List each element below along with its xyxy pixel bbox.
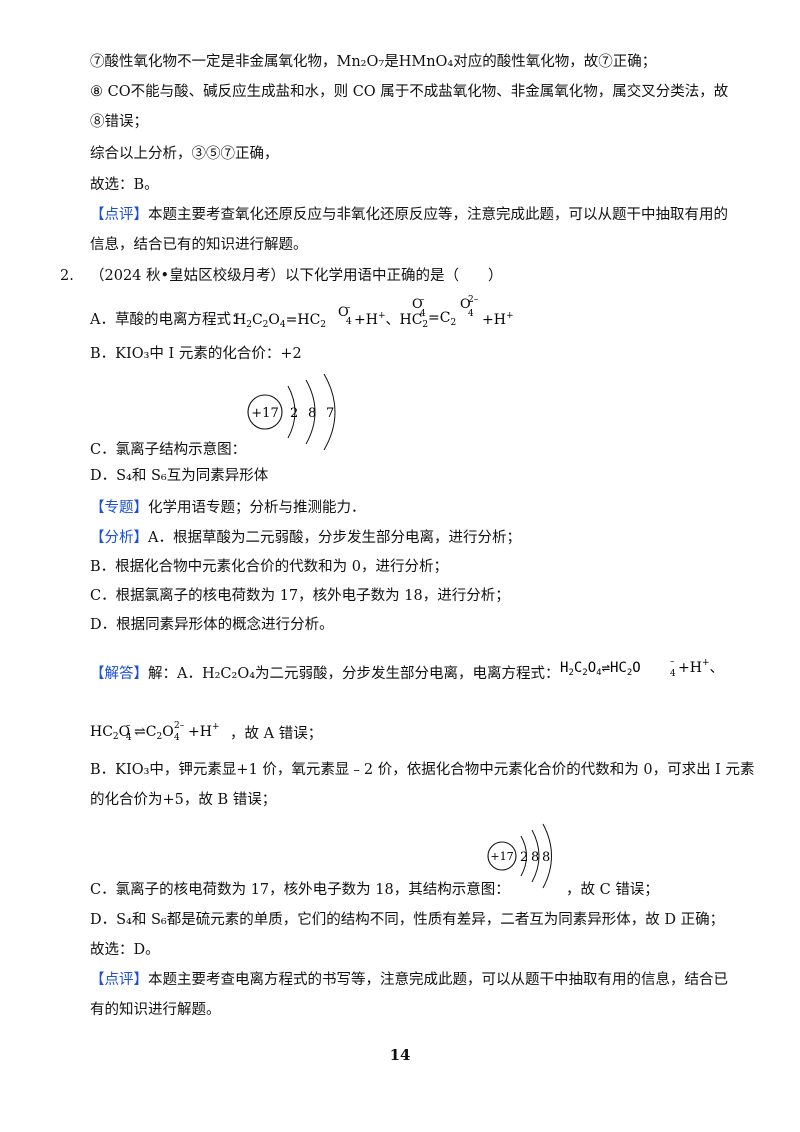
svg-text:+H+、HC2: +H+、HC2	[354, 311, 428, 330]
page-number: 14	[389, 1046, 411, 1064]
solution-c-end: ，故 C 错误；	[566, 882, 659, 898]
solution-line: 【解答】解：A．H₂C₂O₄为二元弱酸，分步发生部分电离，电离方程式：	[90, 664, 560, 684]
nucleus-charge: +17	[490, 850, 513, 863]
nucleus-circle	[487, 841, 517, 871]
analysis-d: D．根据同素异形体的概念进行分析。	[90, 617, 334, 633]
comment-tag-2: 【点评】	[90, 972, 148, 988]
shell-arc-3	[323, 373, 336, 451]
shell-count: 8	[308, 406, 316, 421]
analysis-a: A．根据草酸为二元弱酸，分步发生部分电离，进行分析；	[148, 530, 521, 546]
svg-text:H2C2O4=HC2: H2C2O4=HC2	[234, 312, 326, 330]
question-number: 2.	[60, 268, 74, 284]
svg-text:–: –	[126, 721, 131, 731]
svg-text:4: 4	[174, 733, 180, 743]
statement-7: ⑦酸性氧化物不一定是非金属氧化物，Mn₂O₇是HMnO₄对应的酸性氧化物，故⑦正…	[90, 54, 657, 70]
svg-text:H2C2O4⇌HC2O: H2C2O4⇌HC2O	[560, 660, 641, 678]
solution-a: 解：A．H₂C₂O₄为二元弱酸，分步发生部分电离，电离方程式：	[148, 666, 560, 682]
svg-text:–: –	[420, 295, 425, 305]
comment-text-2: 本题主要考查电离方程式的书写等，注意完成此题，可以从题干中抽取有用的信息，结合已	[148, 972, 728, 988]
solution-a-end: ，故 A 错误；	[230, 726, 323, 742]
comment-line-cont: 信息，结合已有的知识进行解题。	[90, 237, 308, 253]
svg-text:HC2O: HC2O	[90, 724, 130, 742]
summary-line: 综合以上分析，③⑤⑦正确，	[90, 146, 279, 162]
svg-text:4: 4	[468, 309, 474, 319]
solution-equation-2: HC2O – 4 ⇌C2O 2– 4 +H+	[90, 721, 220, 743]
shell-arc-1	[520, 835, 527, 877]
comment-tag: 【点评】	[90, 207, 148, 223]
svg-text:4: 4	[346, 317, 352, 327]
statement-8-cont: ⑧错误；	[90, 114, 148, 130]
solution-c: C．氯离子的核电荷数为 17，核外电子数为 18，其结构示意图：	[90, 882, 510, 898]
svg-text:4: 4	[420, 309, 426, 319]
svg-text:4: 4	[126, 733, 132, 743]
shell-count: 8	[542, 850, 550, 865]
shell-count: 8	[531, 850, 539, 865]
nucleus-circle	[247, 394, 283, 430]
statement-8: ⑧ CO不能与酸、碱反应生成盐和水，则 CO 属于不成盐氧化物、非金属氧化物，属…	[90, 84, 729, 100]
svg-text:+H+: +H+	[482, 311, 514, 328]
topic-text: 化学用语专题；分析与推测能力．	[148, 500, 366, 516]
svg-text:2–: 2–	[468, 295, 479, 305]
option-a-label: A．草酸的电离方程式：	[90, 312, 246, 328]
svg-text:–: –	[346, 303, 351, 313]
nucleus-charge: +17	[251, 406, 278, 421]
answer-line-2: 故选：D。	[90, 942, 160, 958]
shell-arc-2	[531, 829, 540, 883]
shell-count: 2	[290, 406, 298, 421]
comment-text: 本题主要考查氧化还原反应与非氧化还原反应等，注意完成此题，可以从题干中抽取有用的	[148, 207, 728, 223]
solution-b-cont: 的化合价为+5，故 B 错误；	[90, 792, 277, 808]
svg-text:=C2: =C2	[428, 310, 456, 328]
svg-text:2–: 2–	[174, 721, 185, 731]
svg-text:⇌C2O: ⇌C2O	[134, 724, 174, 742]
option-a-equation: H2C2O4=HC2 O–4 +H+、HC2 O–4 =C2 O2–4 +H+	[234, 295, 514, 330]
option-b: B．KIO₃中 I 元素的化合价：+2	[90, 346, 302, 362]
chloride-diagram-option: +17 2 8 7	[247, 373, 336, 451]
analysis-b: B．根据化合物中元素化合价的代数和为 0，进行分析；	[90, 559, 448, 575]
topic-tag: 【专题】	[90, 500, 148, 516]
solution-d: D．S₄和 S₆都是硫元素的单质，它们的结构不同，性质有差异，二者互为同素异形体…	[90, 912, 725, 928]
svg-text:4: 4	[670, 669, 676, 679]
analysis-tag: 【分析】	[90, 530, 148, 546]
topic-line: 【专题】化学用语专题；分析与推测能力．	[90, 498, 366, 518]
shell-arc-2	[305, 379, 316, 445]
svg-text:O: O	[460, 297, 471, 312]
option-a: A．草酸的电离方程式：	[90, 310, 245, 330]
option-c: C．氯离子结构示意图：	[90, 442, 247, 458]
solution-tag: 【解答】	[90, 666, 148, 682]
svg-text:O: O	[412, 297, 423, 312]
svg-text:+H+: +H+	[188, 722, 220, 740]
option-d: D．S₄和 S₆互为同素异形体	[90, 468, 269, 484]
comment-line: 【点评】本题主要考查氧化还原反应与非氧化还原反应等，注意完成此题，可以从题干中抽…	[90, 205, 728, 225]
chloride-diagram-solution: +17 2 8 8	[487, 823, 552, 889]
answer-line: 故选：B。	[90, 177, 159, 193]
comment-line-2: 【点评】本题主要考查电离方程式的书写等，注意完成此题，可以从题干中抽取有用的信息…	[90, 970, 728, 990]
solution-b: B．KIO₃中，钾元素显+1 价，氧元素显﹣2 价，依据化合物中元素化合价的代数…	[90, 762, 755, 778]
svg-text:–: –	[670, 657, 675, 667]
svg-text:O: O	[338, 305, 349, 320]
analysis-c: C．根据氯离子的核电荷数为 17，核外电子数为 18，进行分析；	[90, 588, 510, 604]
shell-count: 2	[520, 850, 528, 865]
solution-equation-1: H2C2O4⇌HC2O – 4 +H+、	[560, 657, 724, 679]
shell-arc-3	[542, 823, 552, 889]
svg-text:+H+、: +H+、	[678, 658, 724, 676]
shell-count: 7	[326, 406, 334, 421]
comment-line-2-cont: 有的知识进行解题。	[90, 1002, 221, 1018]
analysis-line: 【分析】A．根据草酸为二元弱酸，分步发生部分电离，进行分析；	[90, 528, 521, 548]
question-stem: （2024 秋•皇姑区校级月考）以下化学用语中正确的是（ ）	[90, 268, 503, 284]
shell-arc-1	[287, 385, 296, 439]
